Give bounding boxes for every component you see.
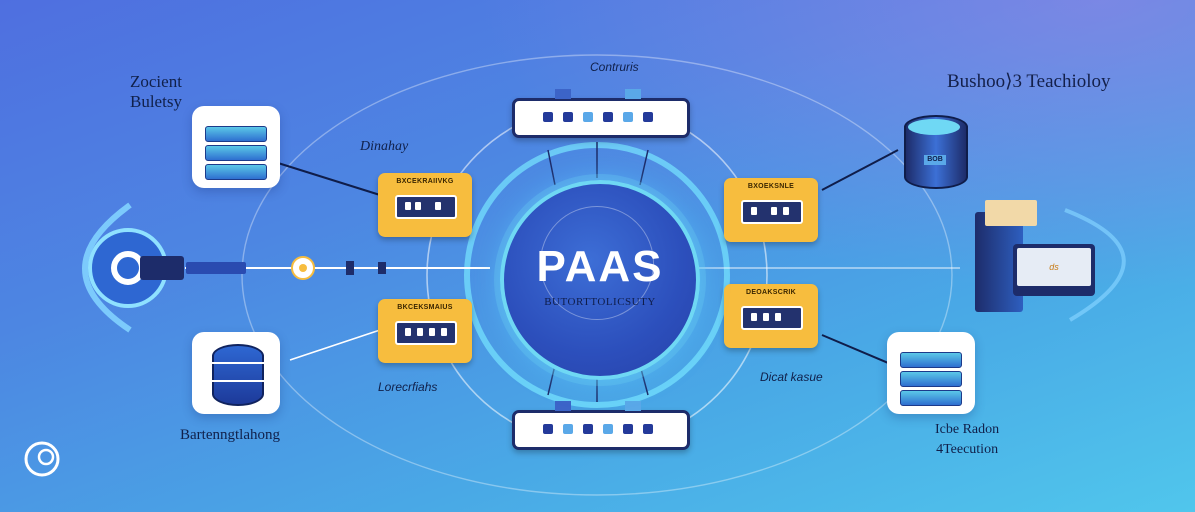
line-bl xyxy=(289,329,381,361)
paas-hub: PAAS BUTORTTOLICSUTY xyxy=(500,180,700,380)
card-label: DEOAKSCRIK xyxy=(745,289,797,296)
card-label: BKCEKSMAIUS xyxy=(397,304,453,311)
spoke xyxy=(547,149,556,186)
card-bottom-left: BKCEKSMAIUS xyxy=(378,299,472,363)
database-icon xyxy=(212,344,264,406)
spoke xyxy=(639,149,649,186)
card-label: BXCEKRAIIVKG xyxy=(396,178,454,185)
line-tl xyxy=(277,162,381,196)
database-tile xyxy=(192,332,280,414)
card-label: BXOEKSNLE xyxy=(747,183,795,190)
line-tr xyxy=(821,149,899,191)
line-br xyxy=(821,334,894,366)
computer-icon: ds xyxy=(1013,244,1095,296)
plug-connector-icon xyxy=(346,261,354,275)
bottom-rack xyxy=(512,401,690,450)
server-icon xyxy=(900,352,962,409)
logo-icon xyxy=(24,441,60,477)
bottom-center-left-label: Lorecrfiahs xyxy=(378,380,438,394)
server-icon xyxy=(205,126,267,183)
card-top-right: BXOEKSNLE xyxy=(724,178,818,242)
card-bottom-right: DEOAKSCRIK xyxy=(724,284,818,348)
top-center-label: Contruris xyxy=(590,60,639,74)
server-tile xyxy=(192,106,280,188)
computer-group: ds xyxy=(975,200,1095,315)
server-text: BOB xyxy=(924,155,946,165)
orbit-ring-outer xyxy=(241,54,953,496)
top-rack xyxy=(512,89,690,138)
card-top-left: BXCEKRAIIVKG xyxy=(378,173,472,237)
top-left-label: Zocient Buletsy xyxy=(130,72,182,111)
server-tile-right xyxy=(887,332,975,414)
spoke xyxy=(547,364,556,396)
paas-subtitle: BUTORTTOLICSUTY xyxy=(544,296,656,308)
bottom-left-label: Bartenngtlahong xyxy=(180,427,280,443)
bottom-right-label: Icbe Radon 4Teecution xyxy=(935,422,1000,457)
left-mid-label: Dinahay xyxy=(360,139,409,154)
right-swoosh xyxy=(1064,208,1126,322)
top-right-label: Bushoo⟩3 Teachioloy xyxy=(947,71,1111,92)
left-swoosh xyxy=(82,202,132,333)
paas-title: PAAS xyxy=(536,242,664,291)
bottom-center-right-label: Dicat kasue xyxy=(760,370,823,384)
panel-text: ds xyxy=(1017,248,1091,286)
database-drum: BOB xyxy=(898,115,970,189)
